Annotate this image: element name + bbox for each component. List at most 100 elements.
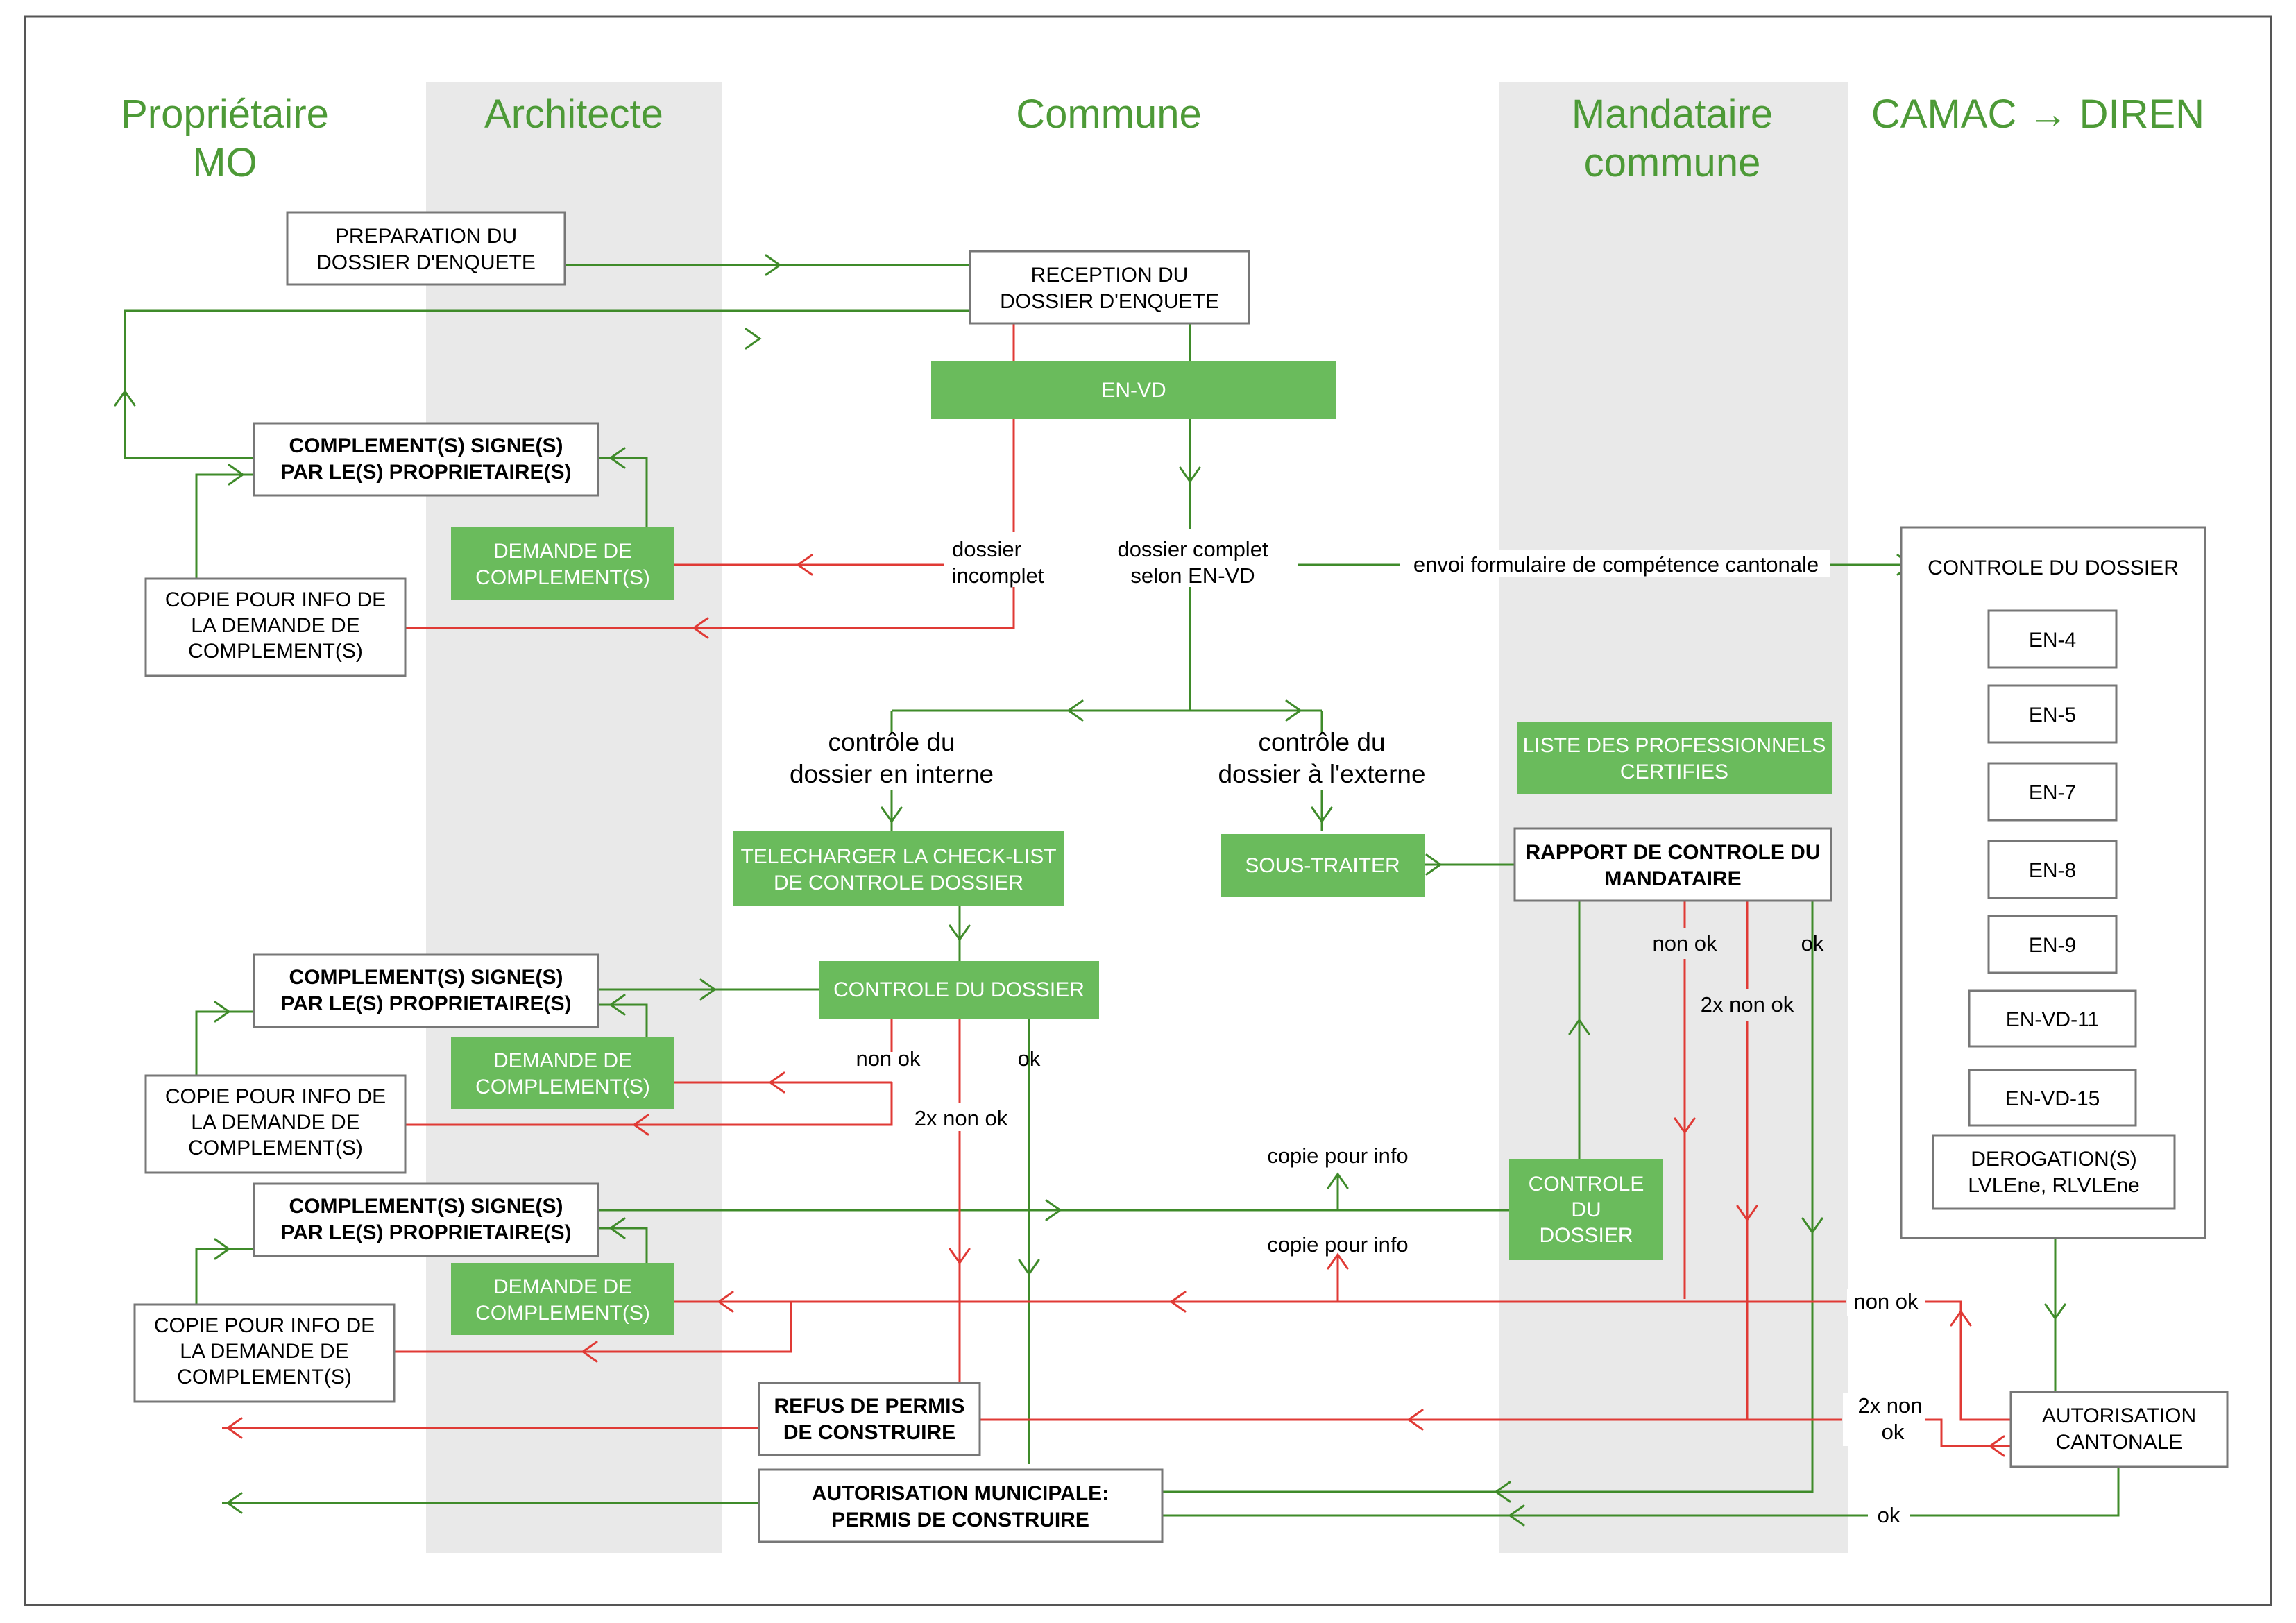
complement1-label: COMPLEMENT(S) SIGNE(S)PAR LE(S) PROPRIET… [281,434,572,484]
complement3-box [253,1182,599,1257]
envd15-label: EN-VD-15 [2005,1087,2100,1110]
autorisation-municipale-label: AUTORISATION MUNICIPALE:PERMIS DE CONSTR… [812,1482,1109,1531]
flow-complet-split [890,587,1323,733]
en-vd-label: EN-VD [1101,379,1166,402]
en5-label: EN-5 [2029,704,2076,726]
lane-header-camac: CAMAC → DIREN [1871,92,2204,137]
en9-label: EN-9 [2029,934,2076,957]
demande3-box [451,1263,674,1335]
flow-nonok-return [391,1300,1846,1353]
en5-box [1987,684,2118,744]
rapport-2xnonok-bg [1693,991,1801,1019]
demande1-box [451,527,674,600]
flow-nonok-to-copie2 [405,1082,893,1126]
autorisation-cantonale-box [2009,1391,2229,1468]
controle-commune-label: CONTROLE DU DOSSIER [833,978,1085,1001]
rapport-nonok-label: non ok [1652,931,1717,955]
complement1-box [253,422,599,497]
controle-commune-box [819,961,1099,1019]
envd11-label: EN-VD-11 [2006,1008,2099,1031]
en7-label: EN-7 [2029,781,2076,804]
flow-camac-2xnonok [980,1418,2011,1447]
flow-demande3-to-complement3 [598,1227,648,1263]
controle-ok-label: ok [1018,1046,1041,1071]
flow-camac-ok [1162,1467,2120,1517]
en9-box [1987,915,2118,974]
camac-nonok-bg [1847,1289,1925,1316]
controle-mandataire-box [1509,1159,1663,1260]
sous-traiter-box [1221,834,1425,897]
telecharger-box [733,831,1064,906]
en-vd-box [931,361,1336,419]
copie-pour-info-label-1: copie pour info [1267,1144,1408,1168]
derogation-label: DEROGATION(S)LVLEne, RLVLEne [1968,1148,2139,1197]
flow-copie3-to-complement3 [195,1248,254,1305]
rapport-ok-label: ok [1801,931,1824,955]
camac-2xnonok-bg [1843,1393,1925,1446]
flow-demande2-to-complement2 [598,1003,648,1037]
autorisation-municipale-box [758,1468,1164,1543]
liste-pro-box [1517,722,1832,794]
camac-nonok-label: non ok [1853,1289,1919,1314]
envoi-formulaire-label: envoi formulaire de compétence cantonale [1413,552,1819,577]
en4-label: EN-4 [2029,629,2076,652]
rapport-nonok-bg [1644,930,1725,958]
derogation-box [1932,1134,2176,1210]
red-arrowheads [226,554,2005,1457]
rapport-box [1513,827,1832,902]
sous-traiter-label: SOUS-TRAITER [1245,854,1400,877]
complement3-label: COMPLEMENT(S) SIGNE(S)PAR LE(S) PROPRIET… [281,1195,572,1244]
controle-camac-label: CONTROLE DU DOSSIER [1928,556,2179,579]
flow-copie1-to-complement1 [195,473,254,579]
demande2-box [451,1037,674,1109]
lane-header-architecte: Architecte [484,92,663,137]
copie1-box [144,577,407,677]
copie2-box [144,1074,407,1174]
page-frame [24,15,2272,1606]
envoi-label-bg [1400,550,1830,577]
reception-box [969,250,1250,325]
camac-ok-bg [1868,1502,1910,1529]
complement2-label: COMPLEMENT(S) SIGNE(S)PAR LE(S) PROPRIET… [281,966,572,1015]
flow-rapport-ok [1162,901,1814,1493]
en8-label: EN-8 [2029,859,2076,882]
envd11-box [1968,989,2137,1048]
refus-box [758,1382,981,1456]
flow-incomplet-to-copie1 [405,587,1015,629]
flow-camac-nonok [1925,1300,2011,1421]
flow-demande1-to-complement1 [598,457,648,527]
en4-box [1987,609,2118,669]
complement2-box [253,953,599,1028]
rapport-2xnonok-label: 2x non ok [1701,992,1794,1017]
copie3-box [133,1303,396,1403]
preparation-box [286,211,566,286]
camac-ok-label: ok [1878,1503,1900,1527]
flow-reception-back-loop [124,309,970,459]
lane-header-commune: Commune [1016,92,1202,137]
controle-nonok-label: non ok [856,1046,921,1071]
copie-pour-info-label-2: copie pour info [1267,1232,1408,1257]
envd15-box [1968,1069,2137,1127]
lane-mandataire [1499,82,1848,1553]
